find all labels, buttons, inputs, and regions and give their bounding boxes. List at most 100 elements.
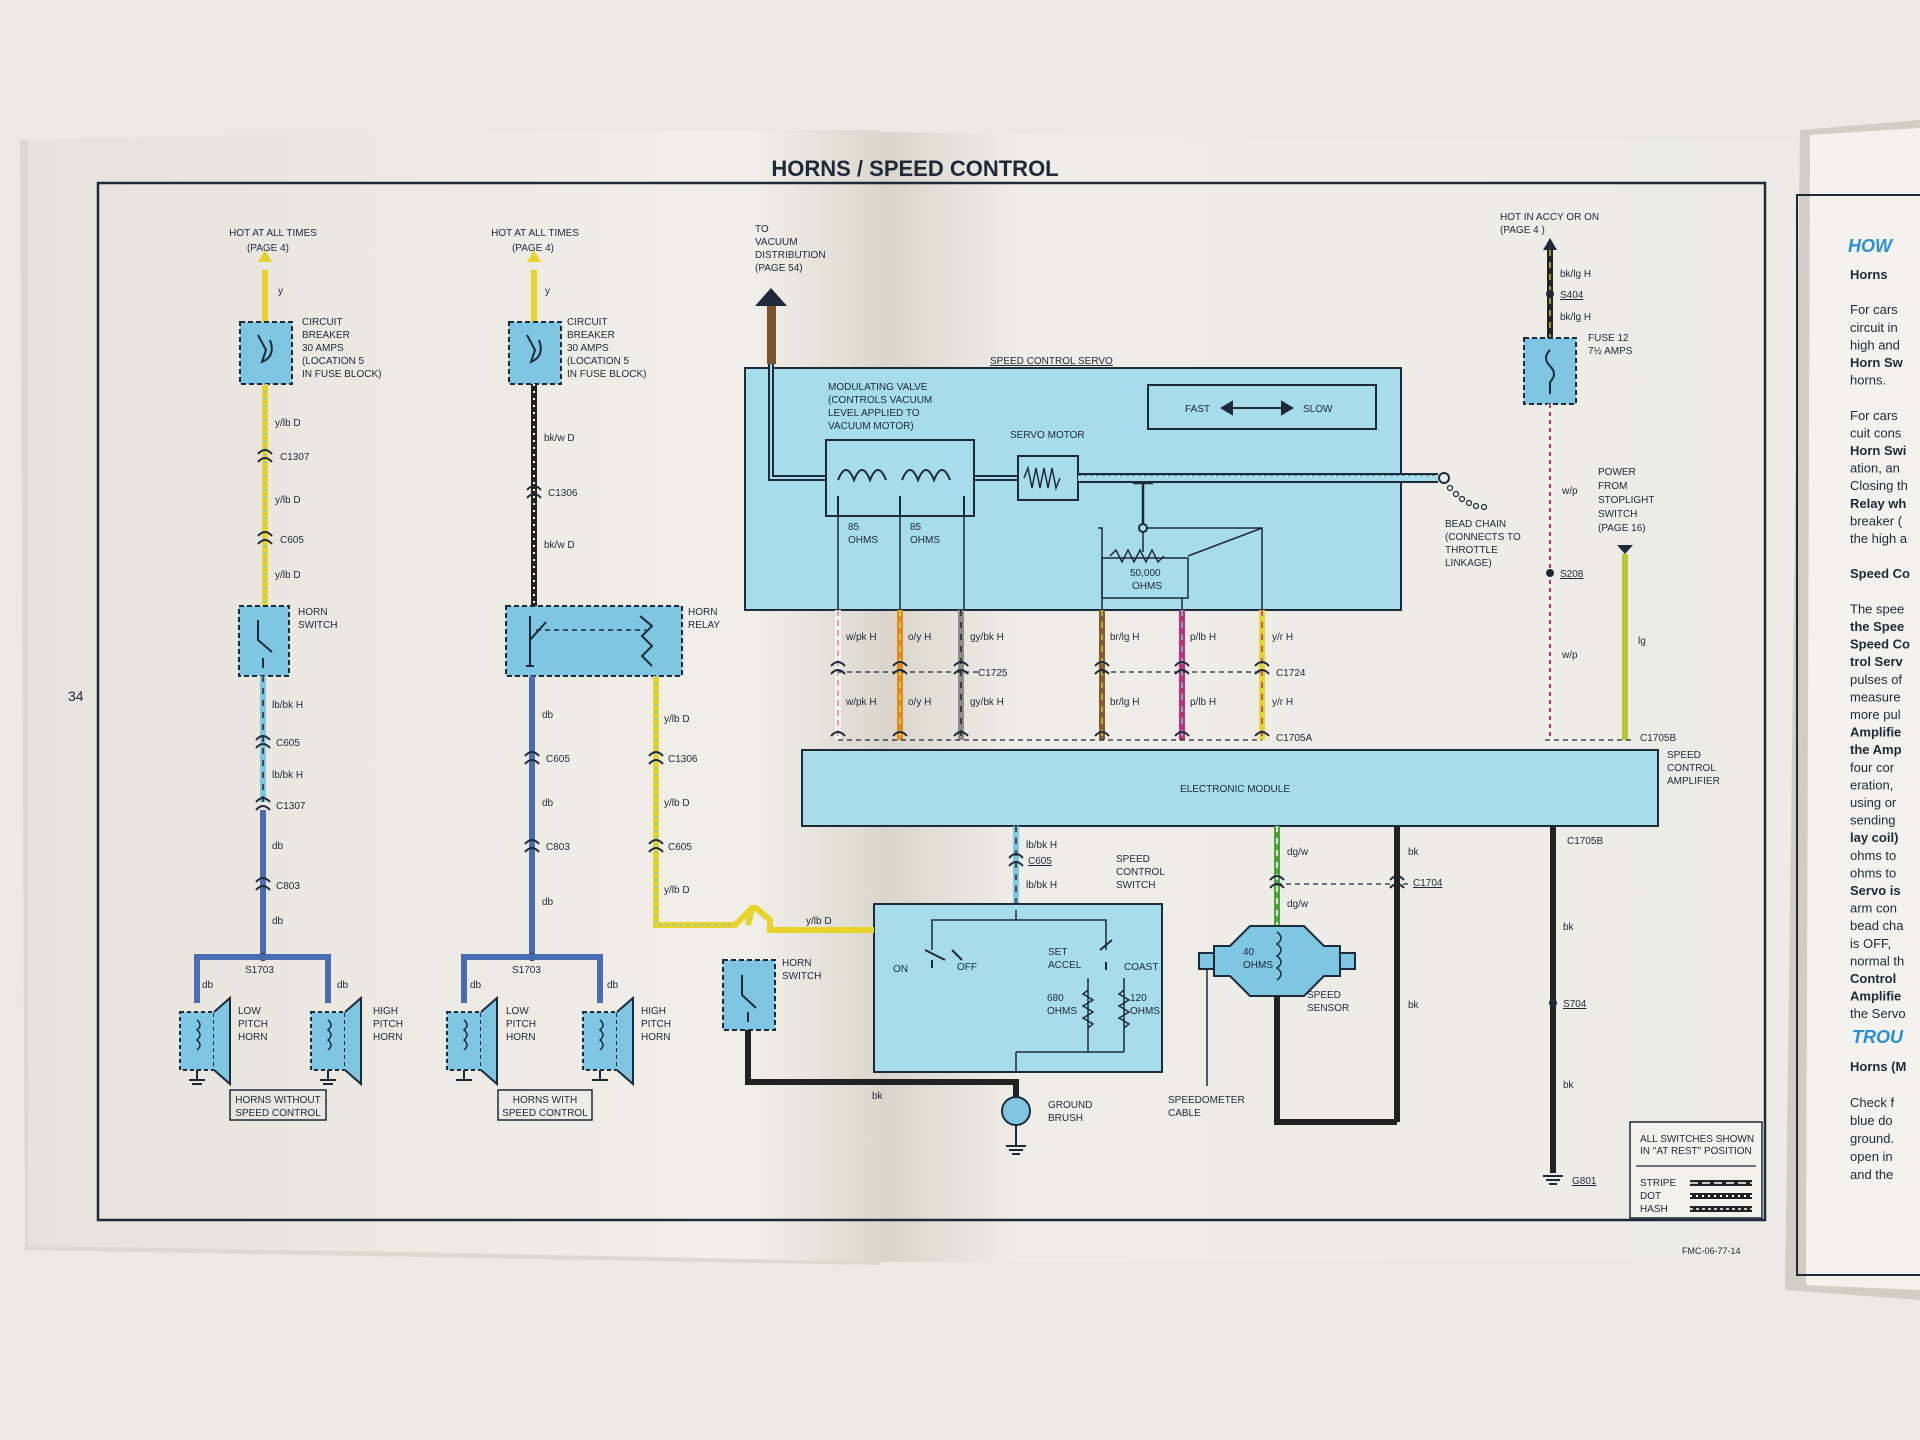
servo-wire-top-1: w/pk H (845, 632, 877, 643)
switch-accel: ACCEL (1048, 960, 1082, 971)
switch-on: ON (893, 964, 908, 975)
left-breaker-symbol (257, 334, 273, 364)
next-page-line: Control (1850, 971, 1896, 986)
mid-breaker-5: IN FUSE BLOCK) (567, 369, 646, 380)
mid-breaker-1: CIRCUIT (567, 317, 608, 328)
next-page-line: Closing th (1850, 478, 1908, 493)
splice-s704: S704 (1563, 999, 1587, 1010)
left-caption-1: HORNS WITHOUT (235, 1095, 321, 1106)
next-page-line: For cars (1850, 302, 1898, 317)
next-page-line: For cars (1850, 408, 1898, 423)
relay-wire-label-3: y/lb D (664, 885, 690, 896)
servo-title: SPEED CONTROL SERVO (990, 356, 1113, 367)
sensor-wire-1: dg/w (1287, 847, 1309, 858)
next-page-line: ohms to (1850, 865, 1896, 880)
next-page-line: eration, (1850, 777, 1893, 792)
splice-s404: S404 (1560, 290, 1584, 301)
cable-text-2: CABLE (1168, 1108, 1201, 1119)
middle-horn-circuit: HOT AT ALL TIMES (PAGE 4) y CIRCUIT BREA… (446, 228, 755, 1121)
servo-wire-bot-1: w/pk H (845, 697, 877, 708)
r2-text-1: 120 (1130, 993, 1147, 1004)
servo-wire-bot-5: p/lb H (1190, 697, 1216, 708)
relay-wire-label-2: y/lb D (664, 798, 690, 809)
next-page-line: Check f (1850, 1095, 1894, 1110)
left-wire-label-7: db (272, 916, 284, 927)
next-page-line: pulses of (1850, 672, 1902, 687)
footer-code: FMC-06-77-14 (1682, 1246, 1741, 1256)
left-source-page: (PAGE 4) (247, 243, 289, 254)
left-source: HOT AT ALL TIMES (229, 228, 317, 239)
sensor-label-1: SPEED (1307, 990, 1341, 1001)
left-wire-label-4: lb/bk H (272, 700, 303, 711)
mid-low-horn (446, 995, 498, 1087)
mid-source: HOT AT ALL TIMES (491, 228, 579, 239)
electronic-module: ELECTRONIC MODULE SPEED CONTROL AMPLIFIE… (801, 733, 1720, 847)
connector-c1704: C1704 (1413, 878, 1443, 889)
legend-hash: HASH (1640, 1204, 1668, 1215)
valve-text-1: MODULATING VALVE (828, 382, 928, 393)
mid-caption-1: HORNS WITH (513, 1095, 577, 1106)
mid-source-page: (PAGE 4) (512, 243, 554, 254)
next-page-line: Horns (M (1850, 1059, 1906, 1074)
pot-text-2: OHMS (1132, 581, 1162, 592)
next-page-line: four cor (1850, 760, 1895, 775)
left-connector-c605b: C605 (276, 738, 300, 749)
horn-switch-text-2: SWITCH (782, 971, 821, 982)
mid-wire-label-5: db (542, 897, 554, 908)
right-wire-4: w/p (1561, 650, 1578, 661)
mid-connector-c803: C803 (546, 842, 570, 853)
left-low-3: HORN (238, 1032, 267, 1043)
left-breaker-text-4: (LOCATION 5 (302, 356, 364, 367)
amp-text-2: CONTROL (1667, 763, 1716, 774)
next-page-line: more pul (1850, 707, 1901, 722)
next-page-heading-2: TROU (1852, 1027, 1904, 1047)
next-page (1806, 128, 1920, 1290)
mid-high-3: HORN (641, 1032, 670, 1043)
mid-breaker-2: BREAKER (567, 330, 615, 341)
left-low-1: LOW (238, 1006, 261, 1017)
relay-connector-c1306: C1306 (668, 754, 698, 765)
right-gw-2: bk (1563, 1080, 1575, 1091)
mid-breaker-3: 30 AMPS (567, 343, 609, 354)
relay-connector-c605: C605 (668, 842, 692, 853)
left-breaker-text-2: BREAKER (302, 330, 350, 341)
ground-g801: G801 (1572, 1176, 1597, 1187)
left-wire-label-5: lb/bk H (272, 770, 303, 781)
next-page-line: open in (1850, 1149, 1893, 1164)
left-low-horn (179, 995, 231, 1087)
servo-motor (1017, 455, 1079, 501)
fast-label: FAST (1185, 404, 1210, 415)
sensor-bk-2: bk (1408, 1000, 1420, 1011)
connector-c605-switch: C605 (1028, 856, 1052, 867)
relay-wire-label-1: y/lb D (664, 714, 690, 725)
left-connector-c1307b: C1307 (276, 801, 306, 812)
next-page-line: using or (1850, 795, 1897, 810)
fuse-12 (1523, 337, 1577, 405)
next-page-line: Amplifie (1850, 725, 1901, 740)
mid-wire-label-1: bk/w D (544, 433, 575, 444)
left-wire-label-3: y/lb D (275, 570, 301, 581)
mid-connector-c1306: C1306 (548, 488, 578, 499)
next-page-line: Horn Sw (1850, 355, 1904, 370)
horn-switch-text-1: HORN (782, 958, 811, 969)
ground-brush-icon (1001, 1096, 1031, 1126)
servo-wire-bot-3: gy/bk H (970, 697, 1004, 708)
left-arrow (258, 250, 272, 262)
connector-c1705a: C1705A (1276, 733, 1312, 744)
next-page-line: lay coil) (1850, 830, 1898, 845)
fuse-text-2: 7½ AMPS (1588, 346, 1633, 357)
fast-slow-arrow-icon (1220, 400, 1294, 416)
servo-wire-top-3: gy/bk H (970, 632, 1004, 643)
left-page (28, 131, 880, 1262)
next-page-line: ground. (1850, 1131, 1894, 1146)
wire-legend: ALL SWITCHES SHOWN IN "AT REST" POSITION… (1629, 1121, 1763, 1219)
relay-text-1: HORN (688, 607, 717, 618)
vacuum-text-4: (PAGE 54) (755, 263, 803, 274)
next-page-line: Speed Co (1850, 566, 1910, 581)
mid-wire-label-3: db (542, 710, 554, 721)
coil1-text-1: 85 (848, 522, 860, 533)
legend-dot: DOT (1640, 1191, 1661, 1202)
splice-s208: S208 (1560, 569, 1584, 580)
module-box (801, 749, 1659, 827)
